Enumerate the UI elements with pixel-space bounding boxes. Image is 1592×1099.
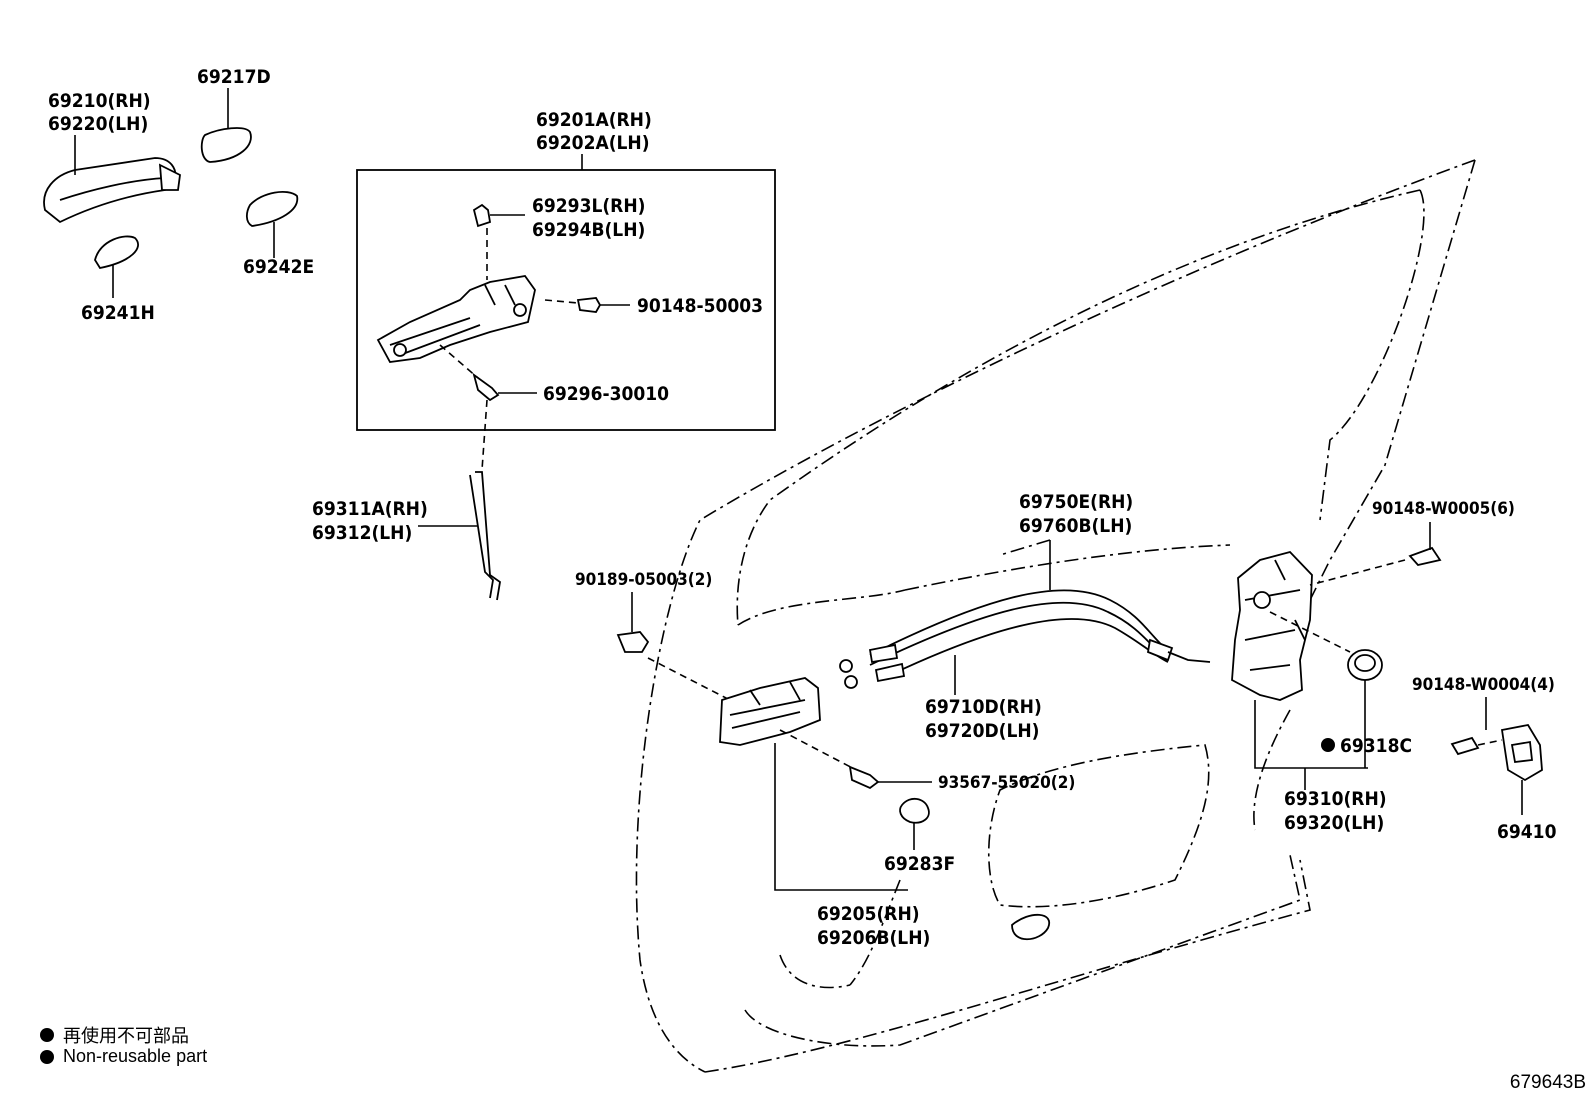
- dash-clip: [647, 657, 731, 701]
- dash-inside-screw: [779, 729, 861, 773]
- part-label-frame-bolt: 69296-30010: [543, 383, 669, 405]
- inside-screw-icon: [848, 765, 932, 790]
- dash-lock-rod: [481, 399, 488, 471]
- clip-icon: [616, 631, 650, 653]
- part-label-grommet: 69318C: [1340, 735, 1412, 757]
- part-label-striker: 69410: [1497, 821, 1557, 843]
- non-reusable-mark-icon: [1321, 738, 1335, 752]
- part-label-inside-handle-lh: 69206B(LH): [817, 927, 930, 949]
- grommet-icon: [1347, 649, 1383, 768]
- part-label-handle-cover: 69217D: [197, 66, 271, 88]
- frame-bolt-icon: [472, 372, 537, 402]
- dash-lock-screw: [1309, 559, 1406, 586]
- striker-screw-icon: [1450, 736, 1480, 756]
- frame-bracket-icon: [472, 203, 525, 228]
- pad-rear-icon: [245, 191, 299, 258]
- cap-icon: [899, 798, 930, 850]
- part-label-inside-cable-2-rh: 69710D(RH): [925, 696, 1042, 718]
- dash-striker-screw: [1477, 739, 1503, 746]
- part-label-lock-screw: 90148-W0005(6): [1372, 499, 1515, 519]
- dash-frame-bolt: [439, 344, 479, 379]
- part-label-lock-rod-rh: 69311A(RH): [312, 498, 428, 520]
- part-label-lock-rod-lh: 69312(LH): [312, 522, 412, 544]
- part-label-inside-cable-lh: 69760B(LH): [1019, 515, 1132, 537]
- part-label-frame-screw: 90148-50003: [637, 295, 763, 317]
- part-label-pad-rear: 69242E: [243, 256, 314, 278]
- frame-body-icon: [376, 275, 536, 363]
- striker-icon: [1500, 723, 1543, 815]
- part-label-clip: 90189-05003(2): [575, 570, 712, 590]
- bracket-lock-assembly: [1254, 700, 1368, 769]
- part-label-inside-cable-2-lh: 69720D(LH): [925, 720, 1039, 742]
- dashdot-cable-1: [999, 539, 1051, 556]
- lock-screw-icon: [1408, 522, 1442, 566]
- legend-jp: 再使用不可部品: [40, 1022, 189, 1048]
- part-label-striker-screw: 90148-W0004(4): [1412, 675, 1555, 695]
- legend-en: Non-reusable part: [40, 1046, 207, 1067]
- legend-dot-icon: [40, 1028, 54, 1042]
- lock-rod-icon: [469, 471, 501, 601]
- handle-cover-icon: [200, 88, 252, 163]
- inside-cable-icon: [839, 589, 1211, 689]
- legend-jp-text: 再使用不可部品: [63, 1026, 189, 1046]
- part-label-outside-handle-rh: 69210(RH): [48, 90, 151, 112]
- lock-assembly-icon: [1231, 550, 1313, 701]
- part-label-lock-assembly-lh: 69320(LH): [1284, 812, 1384, 834]
- part-label-inside-handle-rh: 69205(RH): [817, 903, 920, 925]
- frame-screw-icon: [576, 297, 630, 313]
- part-label-lock-assembly-rh: 69310(RH): [1284, 788, 1387, 810]
- part-label-frame-bracket-lh: 69294B(LH): [532, 219, 645, 241]
- part-label-cap: 69283F: [884, 853, 955, 875]
- figure-id: 679643B: [1509, 1072, 1586, 1093]
- dash-frame-screw: [544, 299, 579, 304]
- part-label-outside-handle-lh: 69220(LH): [48, 113, 148, 135]
- part-label-inside-cable-rh: 69750E(RH): [1019, 491, 1133, 513]
- frame-assembly-box: [356, 169, 776, 431]
- legend-en-text: Non-reusable part: [63, 1046, 208, 1066]
- part-label-pad-front: 69241H: [81, 302, 155, 324]
- door-outline: [635, 159, 1476, 1073]
- bracket-inside-handle: [774, 743, 908, 891]
- legend-dot-icon: [40, 1049, 54, 1064]
- outside-handle-icon: [43, 135, 181, 224]
- part-label-frame-assembly-lh: 69202A(LH): [536, 132, 650, 154]
- part-label-frame-assembly-rh: 69201A(RH): [536, 109, 652, 131]
- part-label-inside-screw: 93567-55020(2): [938, 773, 1075, 793]
- pad-front-icon: [94, 235, 139, 298]
- part-label-frame-bracket-rh: 69293L(RH): [532, 195, 645, 217]
- dash-grommet: [1269, 611, 1351, 653]
- inside-handle-icon: [719, 677, 821, 746]
